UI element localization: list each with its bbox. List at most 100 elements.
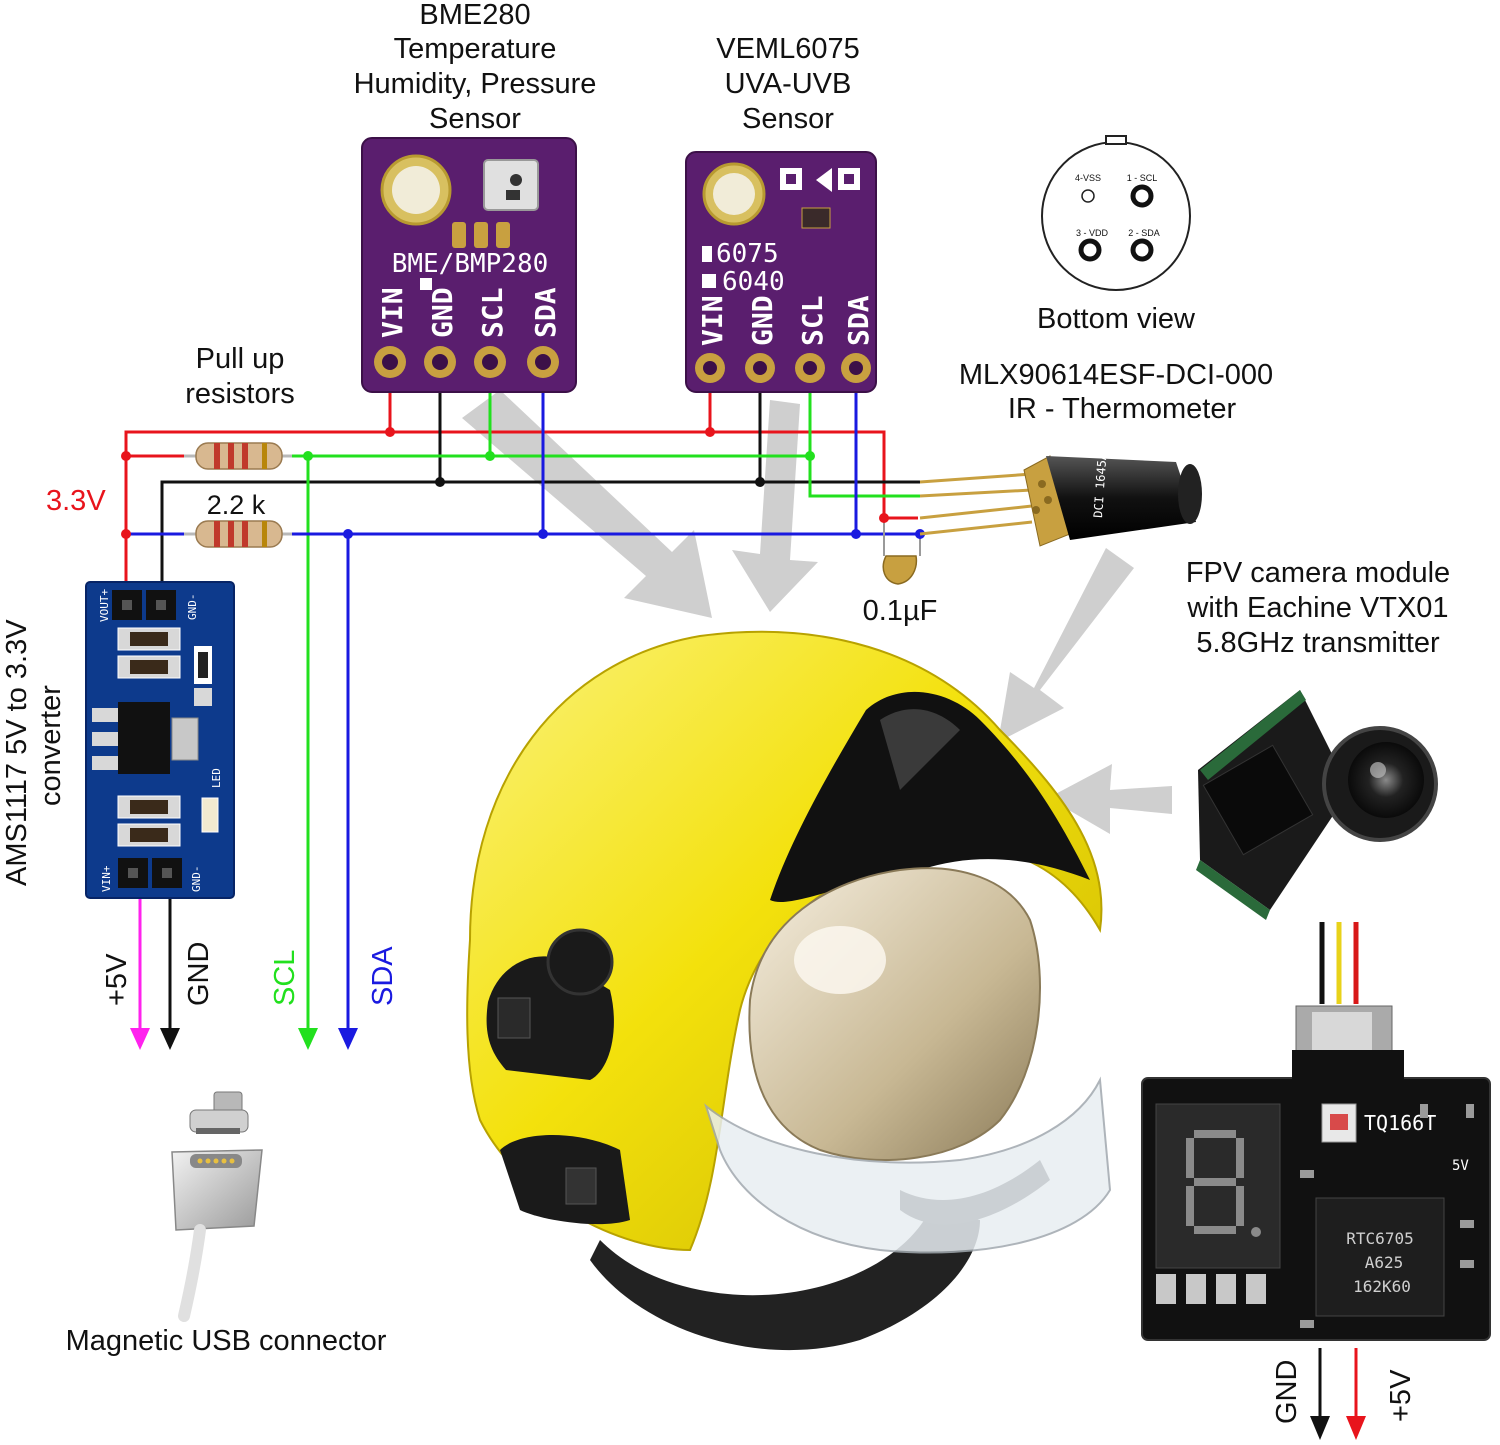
- veml-pads: [695, 353, 871, 383]
- capacitor: [882, 555, 918, 585]
- cap-leads: [883, 520, 921, 556]
- arrow-camera-to-helmet: [1048, 764, 1172, 834]
- helmet-strap: [590, 1210, 980, 1351]
- junction: [385, 427, 395, 437]
- veml-pin-sda: SDA: [842, 295, 875, 346]
- mlx-pinlabel-sda: 2 - SDA: [1128, 228, 1160, 238]
- mlx-pinlabel-scl: 1 - SCL: [1127, 173, 1158, 183]
- wire-vcc: [124, 362, 918, 588]
- bme280-board: BME/BMP280 VIN GND SCL SDA: [361, 137, 577, 393]
- helmet-face-shield: [704, 1076, 1112, 1254]
- output-arrowheads: [130, 1028, 1366, 1440]
- veml6075-board: 6075 6040 VIN GND SCL SDA: [685, 151, 877, 393]
- pointer-arrows: [462, 390, 1172, 834]
- vtx-board: TQ166T 5V RTC6705 A625 162K60: [1141, 1005, 1491, 1341]
- status-led: [201, 797, 219, 833]
- junction: [303, 451, 313, 461]
- arrowhead-vtx-5v: [1346, 1416, 1366, 1440]
- arrowhead-5v: [130, 1028, 150, 1050]
- regulator-chip: [118, 702, 170, 774]
- ams1117-converter: VOUT+ GND- LED VIN+ GND-: [85, 581, 235, 899]
- bme-pin-sda: SDA: [529, 287, 562, 338]
- veml-pin-labels: VIN GND SCL SDA: [696, 295, 875, 346]
- capacitor-label: 0.1µF: [863, 595, 938, 627]
- junction: [805, 451, 815, 461]
- veml-label-line-2: UVA-UVB: [725, 68, 852, 100]
- veml-pin-scl: SCL: [796, 295, 829, 346]
- veml-board-title-1: 6075: [716, 239, 779, 269]
- silk-vout: VOUT+: [98, 589, 111, 622]
- junctions: [121, 427, 925, 539]
- veml-label-line-1: VEML6075: [716, 33, 860, 65]
- junction: [485, 451, 495, 461]
- arrowhead-sda: [338, 1028, 358, 1050]
- arrow-veml-to-helmet: [732, 400, 818, 612]
- bme-pin-vin: VIN: [376, 287, 409, 338]
- bme-pin-labels: VIN GND SCL SDA: [376, 287, 562, 338]
- silk-vin: VIN+: [100, 865, 113, 892]
- labels: BME280 Temperature Humidity, Pressure Se…: [1, 0, 1450, 1424]
- veml-pin-vin: VIN: [696, 295, 729, 346]
- mlx-bottom-view: 4-VSS 1 - SCL 3 - VDD 2 - SDA: [1041, 135, 1191, 291]
- arrow-bme-to-helmet: [462, 390, 712, 618]
- mlx-pin-vss: [1081, 189, 1095, 203]
- vtx-5v-label: +5V: [1385, 1369, 1417, 1422]
- chip-line-1: RTC6705: [1346, 1229, 1413, 1248]
- wiring: [124, 362, 1359, 1418]
- vcc-label: 3.3V: [46, 485, 106, 517]
- pullup-label-line-1: Pull up: [196, 343, 285, 375]
- junction: [755, 477, 765, 487]
- arrowhead-gnd: [160, 1028, 180, 1050]
- mlx-thermometer: DCI 1645A: [919, 452, 1202, 547]
- bme-pin-scl: SCL: [476, 287, 509, 338]
- mlx-pin-sda: [1130, 238, 1154, 262]
- bme-board-title: BME/BMP280: [392, 249, 549, 279]
- silk-gnd-top: GND-: [186, 594, 199, 621]
- helmet-black-trim: [770, 691, 1090, 903]
- pullup-resistor-sda: [184, 520, 292, 548]
- firefighter-helmet: [466, 630, 1112, 1351]
- out-gnd-label: GND: [183, 942, 215, 1006]
- converter-label-line-2: converter: [35, 685, 67, 806]
- junction: [538, 529, 548, 539]
- resistor-value-label: 2.2 k: [207, 490, 266, 520]
- pullup-resistor-scl: [184, 442, 292, 470]
- bottom-view-label: Bottom view: [1037, 303, 1196, 335]
- fpv-label-line-2: with Eachine VTX01: [1186, 592, 1448, 624]
- junction: [121, 451, 131, 461]
- veml-label-line-3: Sensor: [742, 103, 834, 135]
- arrow-mlx-to-helmet: [998, 548, 1134, 742]
- rtc6705-chip: [1315, 1197, 1445, 1317]
- junction: [121, 529, 131, 539]
- bme-pin-gnd: GND: [426, 287, 459, 338]
- junction: [705, 427, 715, 437]
- pullup-label-line-2: resistors: [185, 378, 295, 410]
- bme-label-line-2: Temperature: [394, 33, 557, 65]
- bme-pads: [374, 346, 559, 378]
- magnetic-usb-connector: [171, 1091, 263, 1322]
- usb-label: Magnetic USB connector: [66, 1325, 387, 1357]
- bme-label-line-1: BME280: [419, 0, 530, 31]
- mlx-label-line-2: IR - Thermometer: [1008, 393, 1237, 425]
- bme-label-line-4: Sensor: [429, 103, 521, 135]
- vtx-gnd-label: GND: [1271, 1360, 1303, 1424]
- bme-label-line-3: Humidity, Pressure: [354, 68, 597, 100]
- chip-line-2: A625: [1365, 1253, 1404, 1272]
- wire-sda: [126, 362, 920, 1030]
- fpv-label-line-3: 5.8GHz transmitter: [1196, 627, 1440, 659]
- out-sda-label: SDA: [367, 946, 399, 1006]
- converter-label-line-1: AMS1117 5V to 3.3V: [1, 619, 33, 886]
- out-5v-label: +5V: [101, 953, 133, 1006]
- bme280-sensor-chip: [483, 159, 539, 211]
- junction: [343, 529, 353, 539]
- fpv-label-line-1: FPV camera module: [1186, 557, 1450, 589]
- veml-board-title-2: 6040: [722, 267, 785, 297]
- mlx-body-text: DCI 1645A: [1091, 452, 1110, 519]
- junction: [435, 477, 445, 487]
- out-scl-label: SCL: [269, 950, 301, 1006]
- veml-sensor-chip: [801, 207, 831, 229]
- vtx-silk-5v: 5V: [1452, 1158, 1469, 1174]
- wire-scl: [290, 362, 920, 1030]
- mlx-pinlabel-vss: 4-VSS: [1075, 173, 1101, 183]
